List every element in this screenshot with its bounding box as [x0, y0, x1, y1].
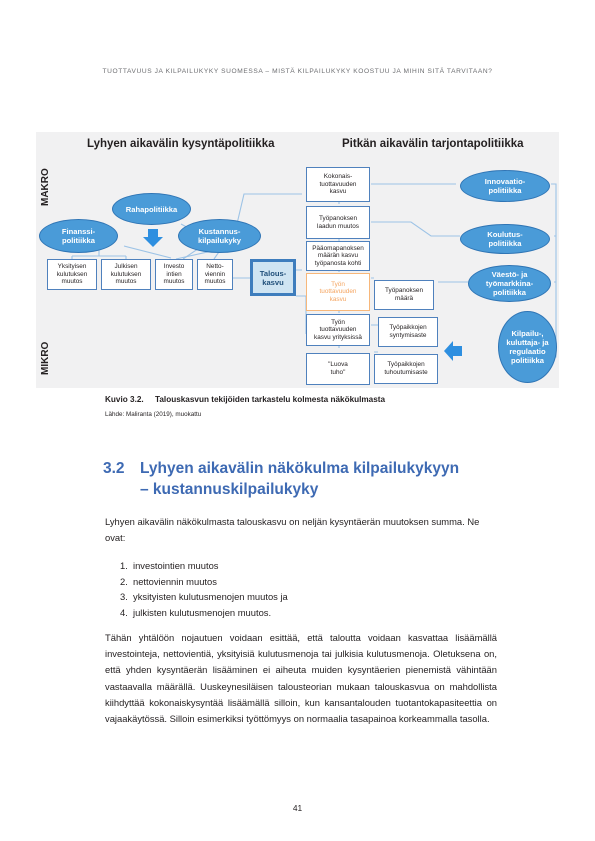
ellipse-finanssipolitiikka: Finanssi- politiikka — [39, 219, 118, 253]
figure-source: Lähde: Maliranta (2019), muokattu — [105, 411, 202, 418]
section-number: 3.2 — [103, 460, 125, 477]
box-investoinnit: Investo intien muutos — [155, 259, 193, 290]
intro-paragraph: Lyhyen aikavälin näkökulmasta talouskasv… — [105, 516, 480, 544]
box-tyopaikkojen-syntyminen: Työpaikkojen syntymisaste — [378, 317, 438, 347]
list-item: 4.julkisten kulutusmenojen muutos. — [120, 606, 272, 618]
section-title-line2: – kustannuskilpailukyky — [140, 481, 319, 498]
body-paragraph: Tähän yhtälöön nojautuen voidaan esittää… — [105, 632, 497, 725]
box-kokonaistuottavuus: Kokonais- tuottavuuden kasvu — [306, 167, 370, 202]
figure-caption-text: Talouskasvun tekijöiden tarkastelu kolme… — [154, 395, 386, 404]
box-tyon-tuottavuus-yrityksissa: Työn tuottavuuden kasvu yrityksissä — [306, 314, 370, 346]
list-item: 2.nettoviennin muutos — [120, 575, 217, 587]
ellipse-kustannuskilpailukyky: Kustannus- kilpailukyky — [178, 219, 261, 253]
box-tyopanoksen-laatu: Työpanoksen laadun muutos — [306, 206, 370, 239]
ellipse-koulutuspolitiikka: Koulutus- politiikka — [460, 224, 550, 254]
box-nettovienti: Netto- viennin muutos — [197, 259, 233, 290]
demand-components-list: 1.investointien muutos 2.nettoviennin mu… — [120, 558, 288, 620]
box-yksityisen-kulutus: Yksityisen kulutuksen muutos — [47, 259, 97, 290]
box-tyopaikkojen-tuhoutuminen: Työpaikkojen tuhoutumisaste — [374, 354, 438, 384]
box-tyopanoksen-maara: Työpanoksen määrä — [374, 280, 434, 310]
section-title: 3.2 Lyhyen aikavälin näkökulma kilpailuky… — [103, 458, 459, 500]
box-luova-tuho: "Luova tuho" — [306, 353, 370, 385]
axis-label-mikro: MIKRO — [40, 341, 51, 375]
ellipse-kilpailu-politiikka: Kilpailu-, kuluttaja- ja regulaatio poli… — [498, 311, 557, 383]
heading-long-term: Pitkän aikavälin tarjontapolitiikka — [342, 138, 524, 150]
heading-short-term: Lyhyen aikavälin kysyntäpolitiikka — [87, 138, 275, 150]
figure-caption: Kuvio 3.2. Talouskasvun tekijöiden tarka… — [105, 395, 385, 404]
figure-growth-factors: Lyhyen aikavälin kysyntäpolitiikka Pitkä… — [36, 132, 559, 388]
box-julkisen-kulutus: Julkisen kulutuksen muutos — [101, 259, 151, 290]
ellipse-innovaatiopolitiikka: Innovaatio- politiikka — [460, 170, 550, 202]
axis-label-makro: MAKRO — [40, 168, 51, 206]
arrow-left-icon — [444, 341, 462, 361]
box-tyon-tuottavuus: Työn tuottavuuden kasvu — [306, 273, 370, 311]
running-head: TUOTTAVUUS JA KILPAILUKYKY SUOMESSA – MI… — [102, 68, 493, 75]
ellipse-rahapolitiikka: Rahapolitiikka — [112, 193, 191, 225]
section-title-line1: Lyhyen aikavälin näkökulma kilpailukykyy… — [140, 460, 460, 477]
box-paaomapanos: Pääomapanoksen määrän kasvu työpanosta k… — [306, 241, 370, 271]
box-talouskasvu: Talous- kasvu — [250, 259, 296, 296]
list-item: 1.investointien muutos — [120, 560, 219, 571]
page-number: 41 — [292, 803, 303, 813]
arrow-down-icon — [143, 229, 163, 247]
ellipse-vaesto-politiikka: Väestö- ja työmarkkina- politiikka — [468, 265, 551, 302]
figure-number: Kuvio 3.2. — [105, 395, 144, 404]
list-item: 3.yksityisten kulutusmenojen muutos ja — [120, 591, 288, 603]
